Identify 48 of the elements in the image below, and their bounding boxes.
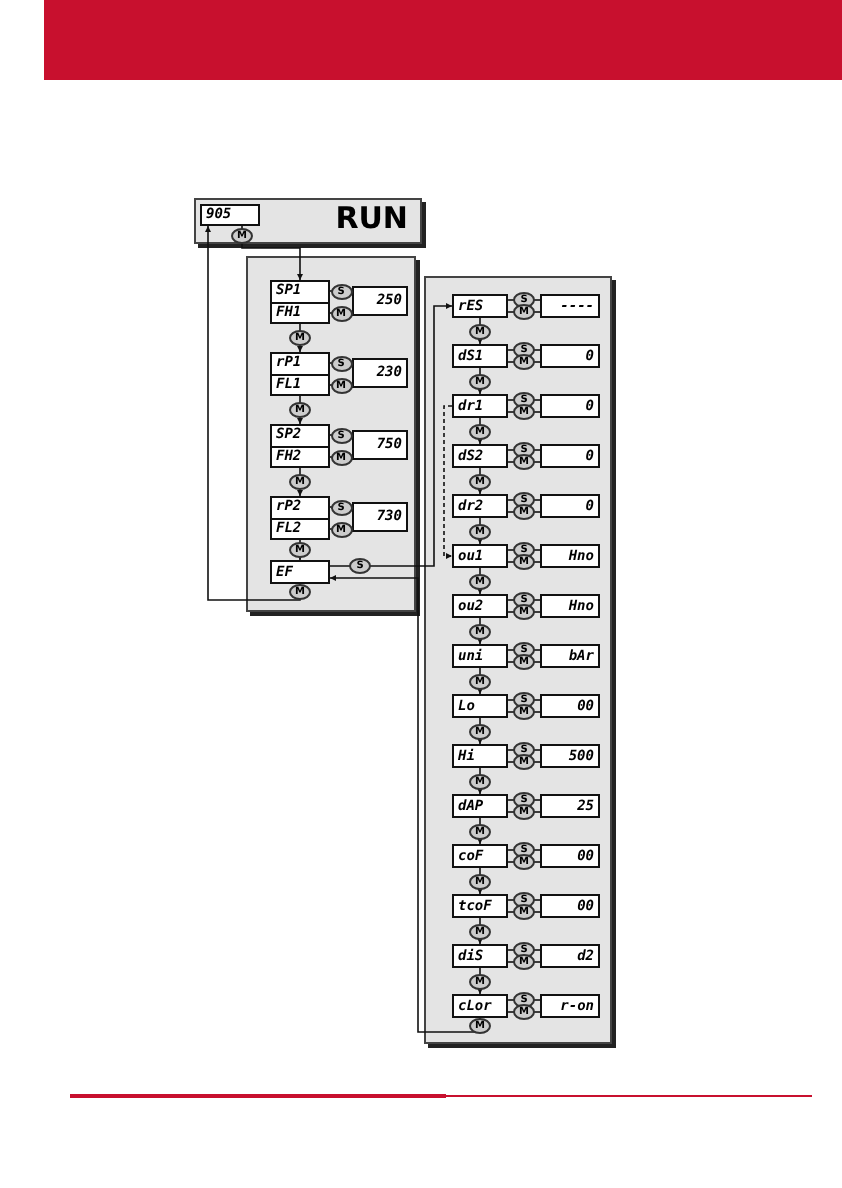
value-box [540,594,600,618]
display-box [200,204,260,226]
value-box [540,744,600,768]
value-box [540,844,600,868]
display-box [270,352,330,396]
menu-panel [424,276,612,1044]
display-box [452,994,508,1018]
display-box [452,844,508,868]
display-box [452,394,508,418]
value-box [540,544,600,568]
arrow [443,405,453,560]
display-box [452,894,508,918]
value-box [540,494,600,518]
value-box [352,286,408,316]
value-box [540,994,600,1018]
display-box [270,496,330,540]
arrow [241,225,304,281]
value-box [352,430,408,460]
menu-panel [246,256,416,612]
display-box [452,444,508,468]
value-box [540,644,600,668]
value-box [352,502,408,532]
display-box [452,944,508,968]
value-box [352,358,408,388]
value-box [540,394,600,418]
run-panel [194,198,422,244]
display-box [452,694,508,718]
mode-label: RUN [335,204,408,234]
arrow [204,225,301,601]
display-box [270,560,330,584]
display-box [270,424,330,468]
value-box [540,694,600,718]
display-box [452,744,508,768]
arrow [329,302,453,567]
display-box [452,344,508,368]
value-box [540,294,600,318]
display-box [452,544,508,568]
value-box [540,944,600,968]
display-box [452,494,508,518]
display-box [452,794,508,818]
value-box [540,344,600,368]
display-box [452,594,508,618]
value-box [540,444,600,468]
value-box [540,794,600,818]
value-box [540,894,600,918]
display-box [270,280,330,324]
display-box [452,644,508,668]
display-box [452,294,508,318]
